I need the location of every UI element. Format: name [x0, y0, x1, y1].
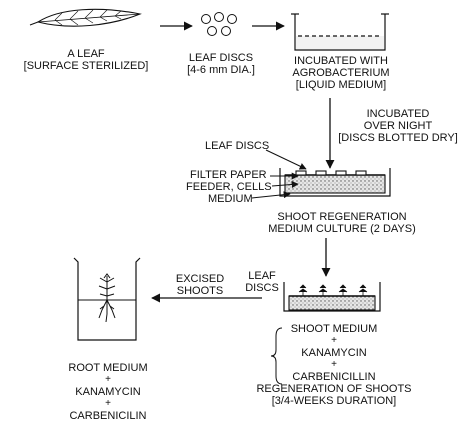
leaf-discs-icon: [201, 12, 237, 36]
incubation-caption-line3: [LIQUID MEDIUM]: [295, 79, 387, 91]
leaf-caption-line2: [SURFACE STERILIZED]: [23, 60, 149, 72]
shoot-medium-item3: CARBENICILLIN: [292, 371, 376, 383]
label-feeder-cells: FEEDER, CELLS: [186, 181, 272, 193]
incubation-caption-line2: AGROBACTERIUM: [292, 67, 390, 79]
incubation-caption-line1: INCUBATED WITH: [294, 55, 388, 67]
root-medium-item2: KANAMYCIN: [75, 386, 141, 398]
dish2-label-line2: DISCS: [245, 282, 279, 294]
shoot-medium-item2: KANAMYCIN: [301, 347, 367, 359]
overnight-note-line1: INCUBATED: [366, 108, 430, 120]
root-medium-item1: ROOT MEDIUM: [68, 362, 148, 374]
root-medium-list: ROOT MEDIUM + KANAMYCIN + CARBENICILIN: [68, 362, 147, 422]
overnight-note: INCUBATED OVER NIGHT [DISCS BLOTTED DRY]: [338, 108, 458, 144]
shoot-culture-caption: SHOOT REGENERATION MEDIUM CULTURE (2 DAY…: [268, 211, 416, 235]
root-medium-plus1: +: [105, 374, 111, 385]
discs-caption-line1: LEAF DISCS: [188, 52, 254, 64]
dish2-label-line1: LEAF: [248, 270, 276, 282]
shoot-culture-line2: MEDIUM CULTURE (2 DAYS): [268, 223, 416, 235]
pointer-medium: [251, 191, 291, 199]
plantlet-icon: [98, 273, 116, 323]
leaf-caption-line1: A LEAF: [67, 48, 105, 60]
petri-dish-shoots: [283, 282, 381, 312]
root-medium-plus2: +: [105, 398, 111, 409]
label-medium: MEDIUM: [208, 193, 253, 205]
shoot-medium-item1: SHOOT MEDIUM: [290, 323, 378, 335]
discs-caption-line2: [4-6 mm DIA.]: [187, 64, 255, 76]
discs-caption: LEAF DISCS [4-6 mm DIA.]: [187, 52, 255, 76]
shoot-sprouts-icon: [298, 284, 368, 296]
shoot-culture-line1: SHOOT REGENERATION: [277, 211, 407, 223]
shoot-medium-line5: [3/4-WEEKS DURATION]: [271, 395, 397, 407]
incubation-container: [291, 13, 389, 51]
label-filter-paper: FILTER PAPER: [190, 169, 267, 181]
excised-line2: SHOOTS: [176, 285, 224, 297]
shoot-medium-plus1: +: [331, 335, 337, 346]
label-leaf-discs: LEAF DISCS: [205, 140, 270, 152]
pointer-leaf-discs: [265, 149, 307, 170]
shoot-medium-line4: REGENERATION OF SHOOTS: [256, 383, 412, 395]
petri-dish-feeder: [279, 168, 391, 197]
excised-line1: EXCISED: [175, 273, 225, 285]
leaf-caption: A LEAF [SURFACE STERILIZED]: [24, 48, 149, 72]
dish2-leaf-discs-label: LEAF DISCS: [245, 270, 279, 294]
root-culture-jar: [73, 257, 141, 341]
incubation-caption: INCUBATED WITH AGROBACTERIUM [LIQUID MED…: [292, 55, 389, 91]
excised-shoots-label: EXCISED SHOOTS: [176, 273, 224, 297]
shoot-medium-list: SHOOT MEDIUM + KANAMYCIN + CARBENICILLIN…: [256, 323, 411, 407]
overnight-note-line2: OVER NIGHT: [363, 120, 433, 132]
shoot-medium-plus2: +: [331, 359, 337, 370]
overnight-note-line3: [DISCS BLOTTED DRY]: [338, 132, 458, 144]
pointer-feeder-cells: [271, 180, 299, 188]
root-medium-item3: CARBENICILIN: [69, 410, 147, 422]
brace: [270, 327, 283, 385]
leaf-icon: [29, 8, 142, 27]
